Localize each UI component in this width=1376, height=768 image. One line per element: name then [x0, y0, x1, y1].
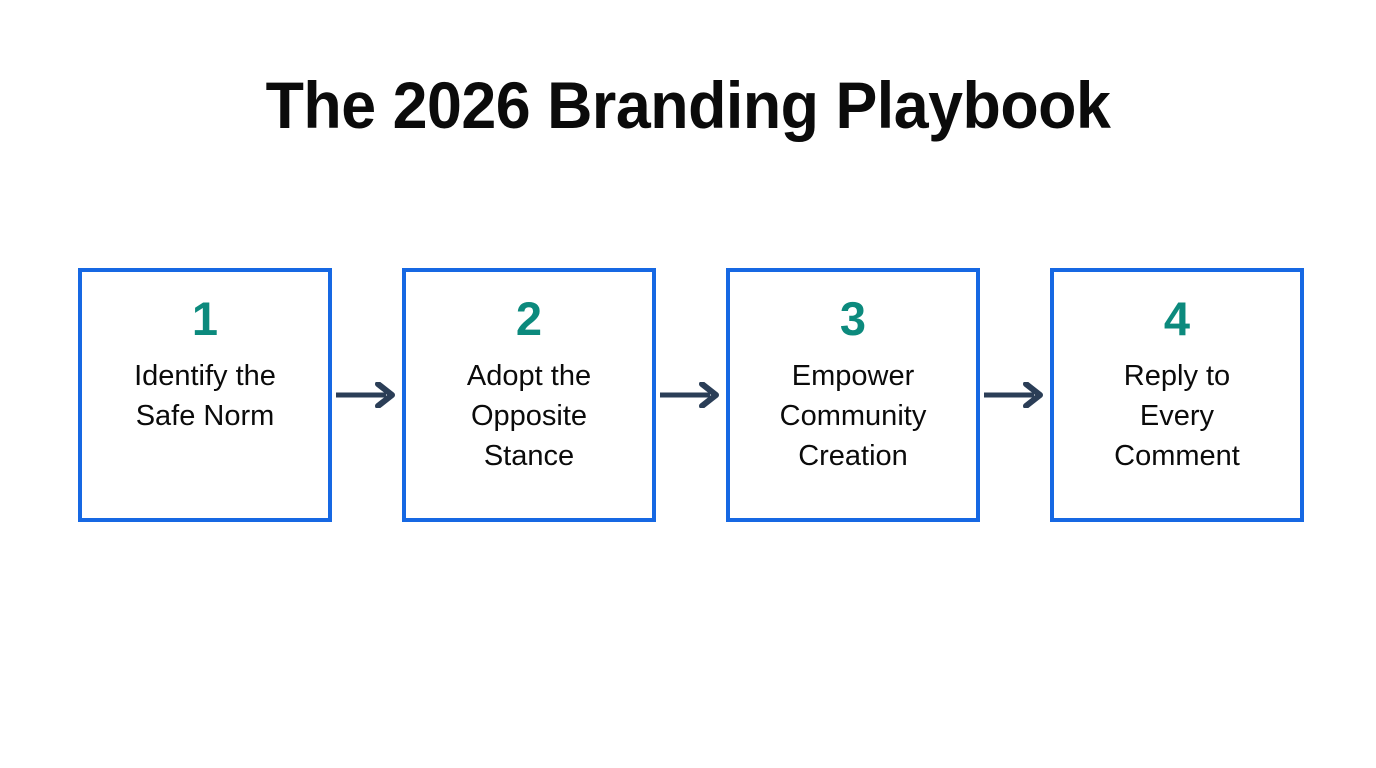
step-box-1[interactable]: 1 Identify the Safe Norm [78, 268, 332, 522]
step-number-4: 4 [1163, 292, 1191, 345]
step-label-3: Empower Community Creation [779, 360, 927, 472]
step-box-3[interactable]: 3 Empower Community Creation [726, 268, 980, 522]
step-number-3: 3 [839, 292, 867, 345]
connector-2-to-3 [656, 268, 726, 522]
page-title: The 2026 Branding Playbook [265, 68, 1111, 142]
step-label-4: Reply to Every Comment [1114, 360, 1240, 472]
connector-1-to-2 [332, 268, 402, 522]
process-flow-diagram: 1 Identify the Safe Norm 2 Adopt the Opp… [78, 268, 1304, 522]
step-box-2[interactable]: 2 Adopt the Opposite Stance [402, 268, 656, 522]
arrow-right-icon [336, 382, 398, 408]
step-label-2: Adopt the Opposite Stance [466, 360, 592, 472]
step-number-2: 2 [515, 292, 543, 345]
step-number-1: 1 [191, 292, 219, 345]
arrow-right-icon [984, 382, 1046, 408]
step-box-4[interactable]: 4 Reply to Every Comment [1050, 268, 1304, 522]
step-label-1: Identify the Safe Norm [134, 360, 276, 432]
connector-3-to-4 [980, 268, 1050, 522]
arrow-right-icon [660, 382, 722, 408]
